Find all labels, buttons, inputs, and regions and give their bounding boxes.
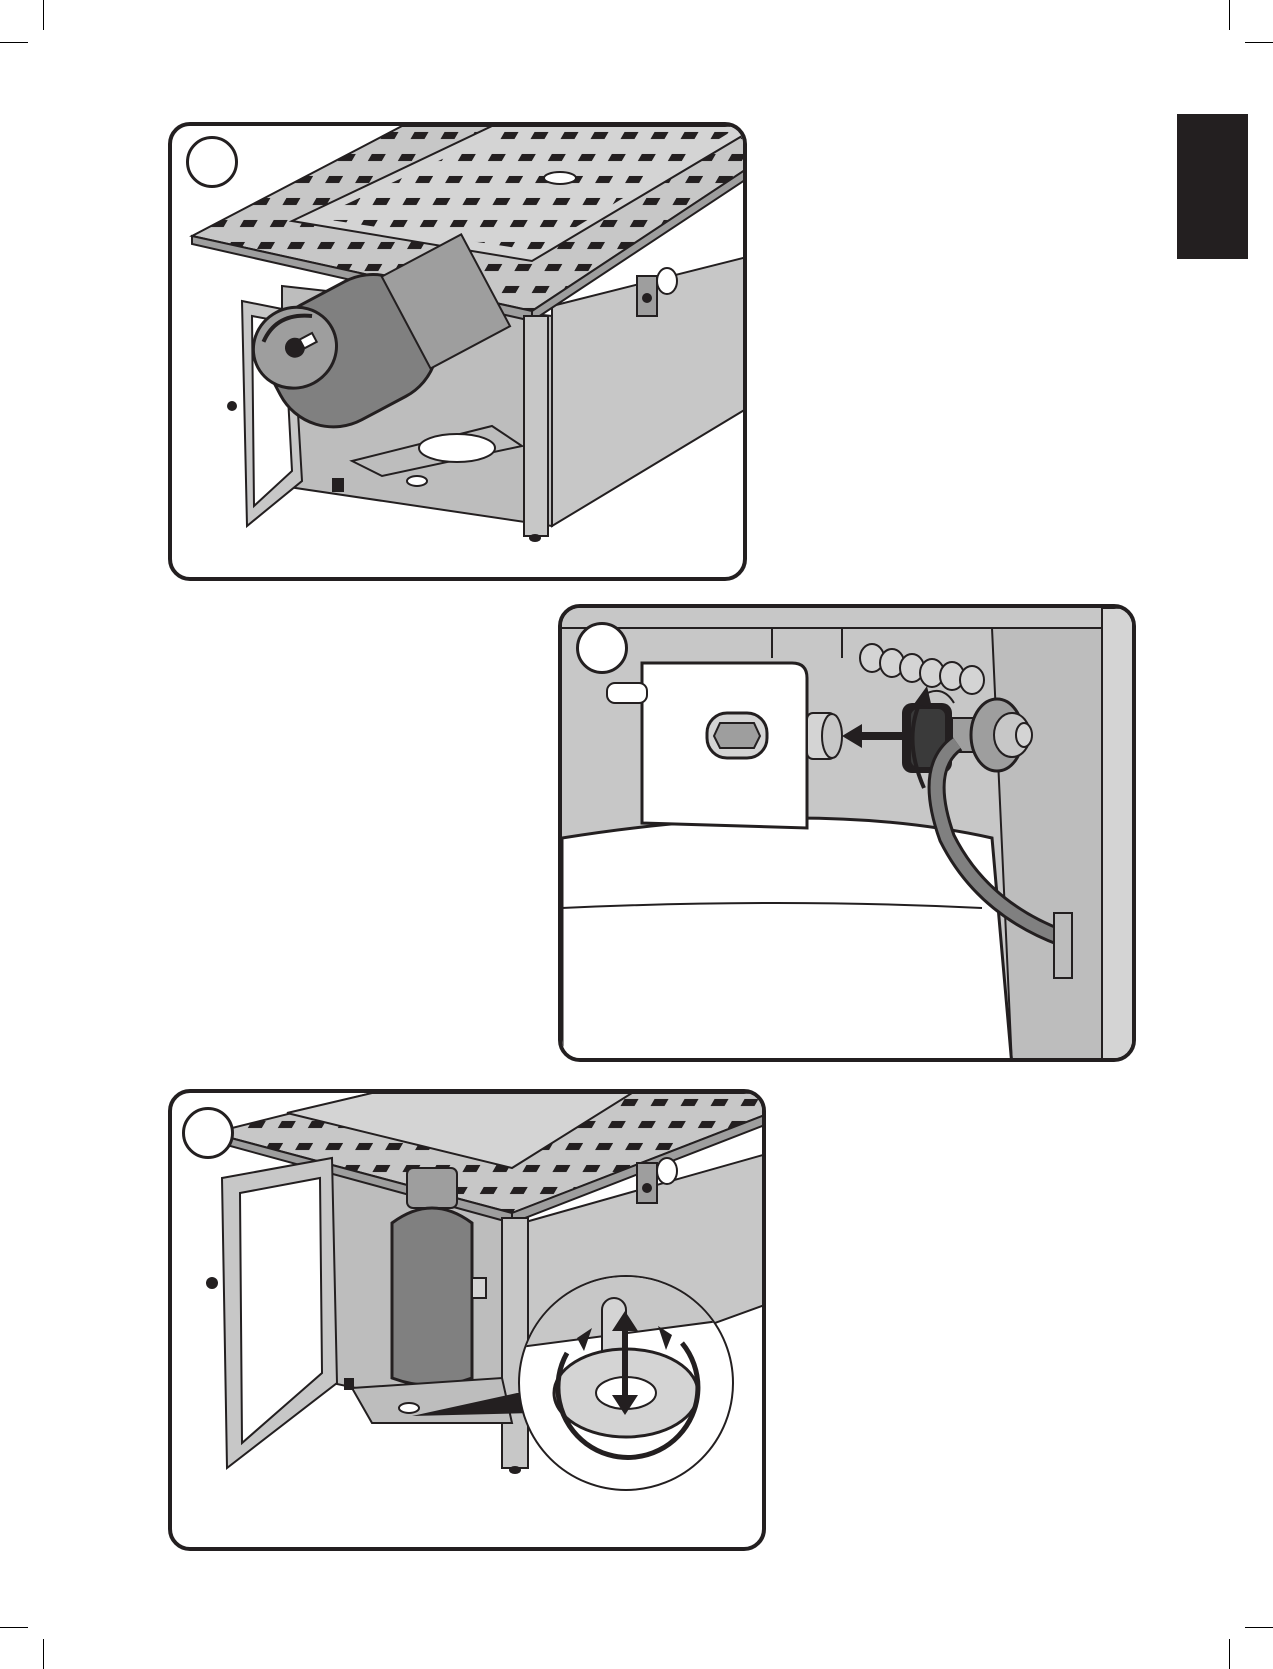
crop-mark-bottom-left-v [43,1639,44,1669]
crop-mark-bottom-left-h [0,1627,28,1628]
step-number-circle [182,1107,234,1159]
step-number-circle [186,136,238,188]
section-tab [1177,114,1248,259]
regulator-connection-illustration [562,608,1136,1062]
fire-pit-illustration [172,126,747,581]
tank-retainer-illustration [172,1093,766,1551]
crop-mark-top-left-h [0,42,28,43]
crop-mark-top-right-v [1229,0,1230,30]
crop-mark-top-left-v [43,0,44,30]
step-number-circle [576,622,628,674]
step-1-figure [168,122,747,581]
crop-mark-bottom-right-v [1229,1639,1230,1669]
step-2-figure [558,604,1136,1062]
step-3-figure [168,1089,766,1551]
crop-mark-bottom-right-h [1245,1627,1273,1628]
crop-mark-top-right-h [1245,42,1273,43]
